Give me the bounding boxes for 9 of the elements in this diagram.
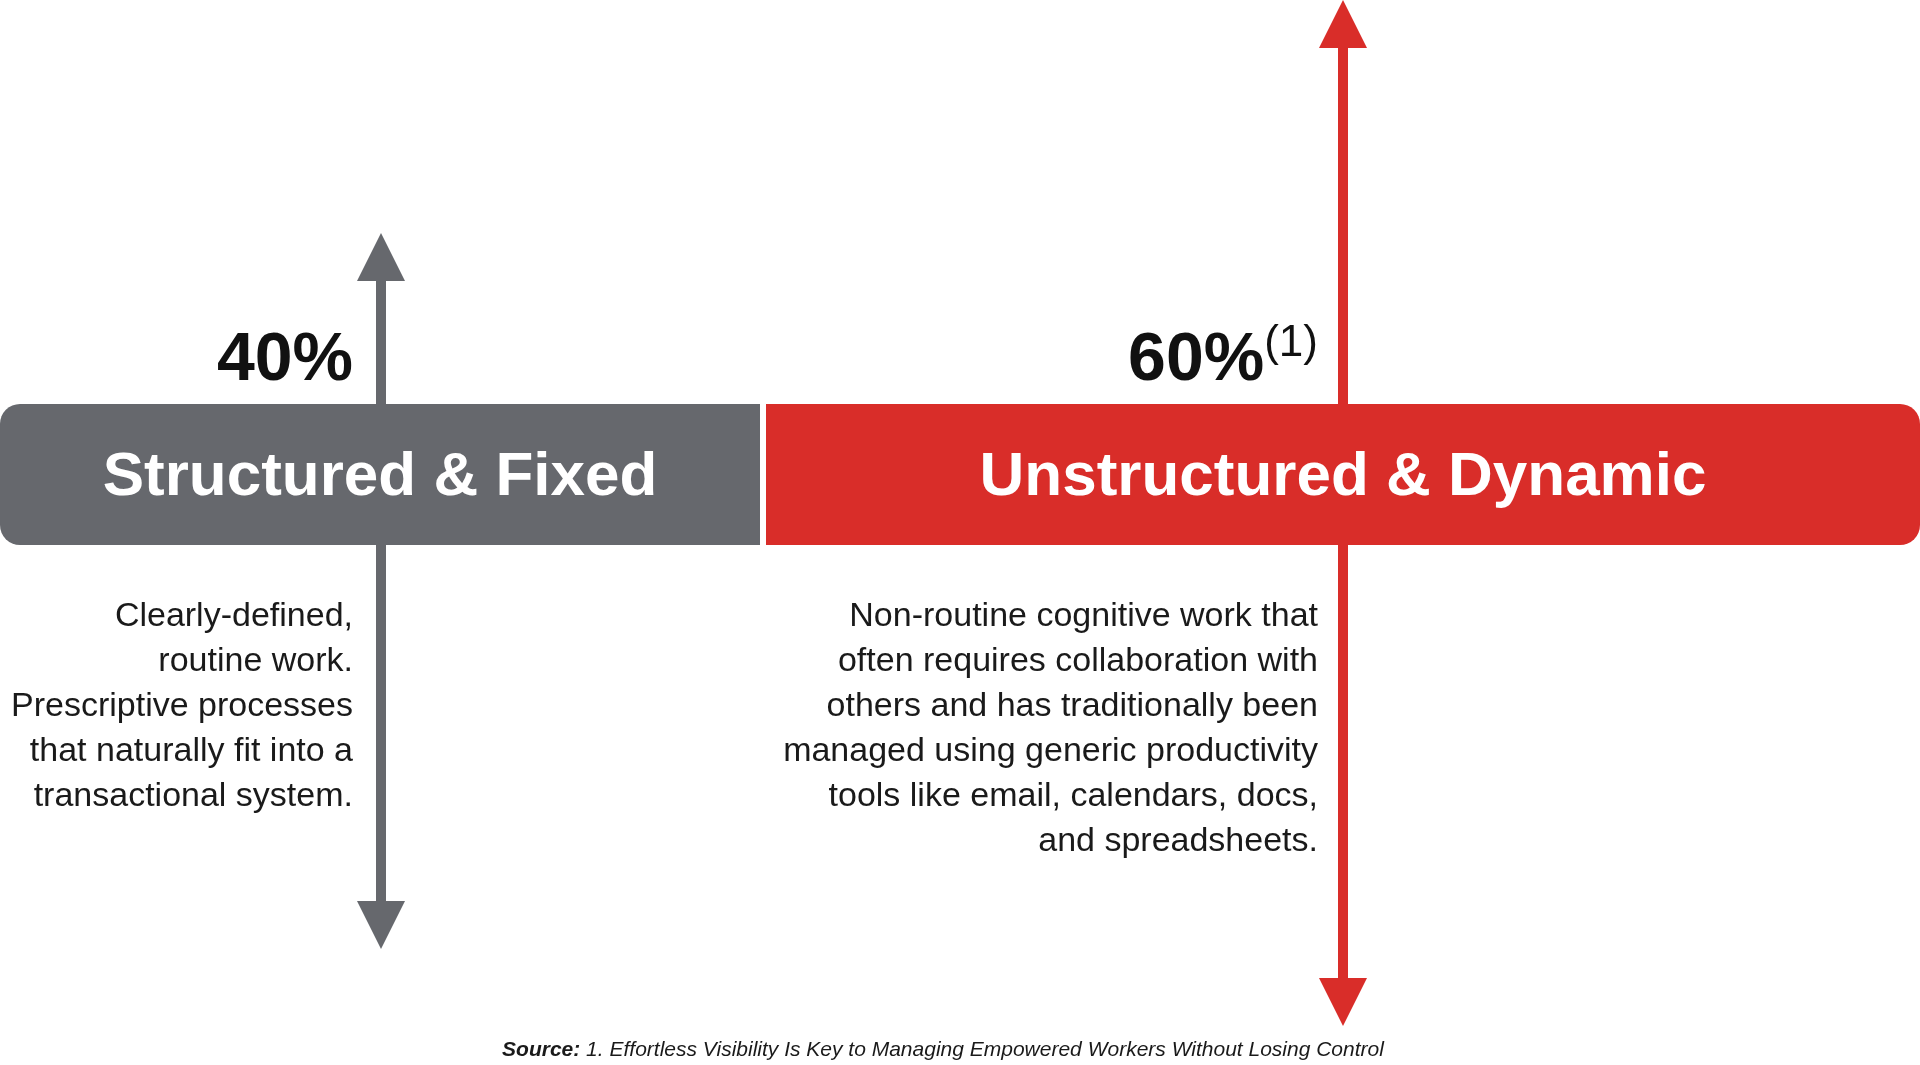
category-band	[766, 404, 1920, 545]
source-note: Source: 1. Effortless Visibility Is Key to Managing Empowered Workers Without Losing Control	[502, 1037, 1384, 1061]
description-text: Non-routine cognitive work that often requires collaboration with others and has traditionally been managed using generic productivity tools like email, calendars, docs, and spreadsheets.	[782, 594, 1318, 860]
percentage-label: 60%$^{(1)}$	[1128, 322, 1318, 390]
description-text: Clearly-defined, routine work. Prescriptive processes that naturally fit into a transactional system.	[10, 594, 353, 815]
percentage-label: 40%	[216, 322, 353, 390]
category-band	[0, 404, 760, 545]
band-title: Unstructured & Dynamic	[979, 440, 1707, 509]
band-title: Structured & Fixed	[102, 440, 658, 509]
